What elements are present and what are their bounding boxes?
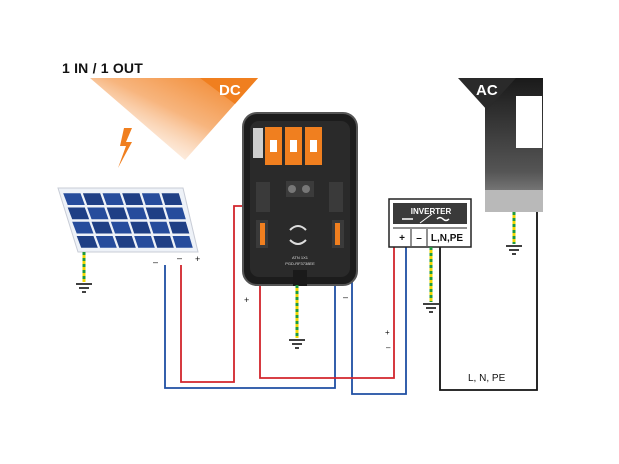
- solar-cell: [153, 235, 174, 248]
- inverter-box: [388, 198, 472, 302]
- box-model-line1: ATN 1X1: [292, 255, 308, 260]
- dc-banner: [90, 78, 258, 160]
- lightning-icon: [118, 128, 132, 168]
- solar-cell: [141, 193, 163, 206]
- solar-cell: [149, 221, 171, 234]
- box-neg-label: –: [343, 292, 349, 302]
- solar-cell: [82, 193, 105, 206]
- inverter-input-pos-label: +: [385, 328, 390, 337]
- solar-cell: [102, 193, 124, 206]
- ground-icon: [506, 245, 522, 255]
- solar-cell: [106, 207, 128, 220]
- solar-cell: [110, 221, 132, 234]
- solar-cell: [161, 193, 183, 206]
- solar-cell: [72, 221, 94, 234]
- ground-icon: [423, 303, 439, 313]
- combiner-box: [242, 112, 358, 338]
- ground-icon: [76, 283, 92, 293]
- inverter-neg-terminal: –: [416, 232, 422, 244]
- solar-cell: [172, 235, 193, 248]
- panel-pos-label: +: [195, 254, 201, 264]
- panel-neg2-label: –: [177, 253, 183, 263]
- solar-cell: [91, 221, 113, 234]
- solar-cell: [76, 235, 98, 248]
- solar-cell: [87, 207, 109, 220]
- ac-tag: AC: [476, 82, 498, 99]
- solar-cell: [115, 235, 136, 248]
- solar-cell: [67, 207, 90, 220]
- solar-panel: [57, 187, 199, 282]
- diagram-title: 1 IN / 1 OUT: [62, 60, 143, 76]
- dc-tag: DC: [219, 82, 241, 99]
- solar-cell: [130, 221, 151, 234]
- box-model-line2: PGD-RF3738EE: [285, 261, 315, 266]
- inverter-pos-terminal: +: [399, 232, 405, 244]
- ground-icon: [289, 339, 305, 349]
- ac-block: [458, 78, 543, 212]
- solar-cell: [122, 193, 144, 206]
- solar-cell: [63, 193, 85, 206]
- inverter-input-neg-label: –: [386, 343, 391, 352]
- inverter-title: INVERTER: [410, 207, 452, 216]
- solar-cell: [168, 221, 190, 234]
- solar-cell: [145, 207, 167, 220]
- panel-neg-label: –: [153, 257, 159, 267]
- solar-cell: [165, 207, 186, 220]
- ac-line-label: L, N, PE: [468, 373, 506, 384]
- solar-cell: [134, 235, 155, 248]
- box-pos-label: +: [244, 295, 250, 305]
- solar-cell: [126, 207, 148, 220]
- inverter-ac-terminal: L,N,PE: [430, 232, 464, 244]
- solar-cell: [95, 235, 117, 248]
